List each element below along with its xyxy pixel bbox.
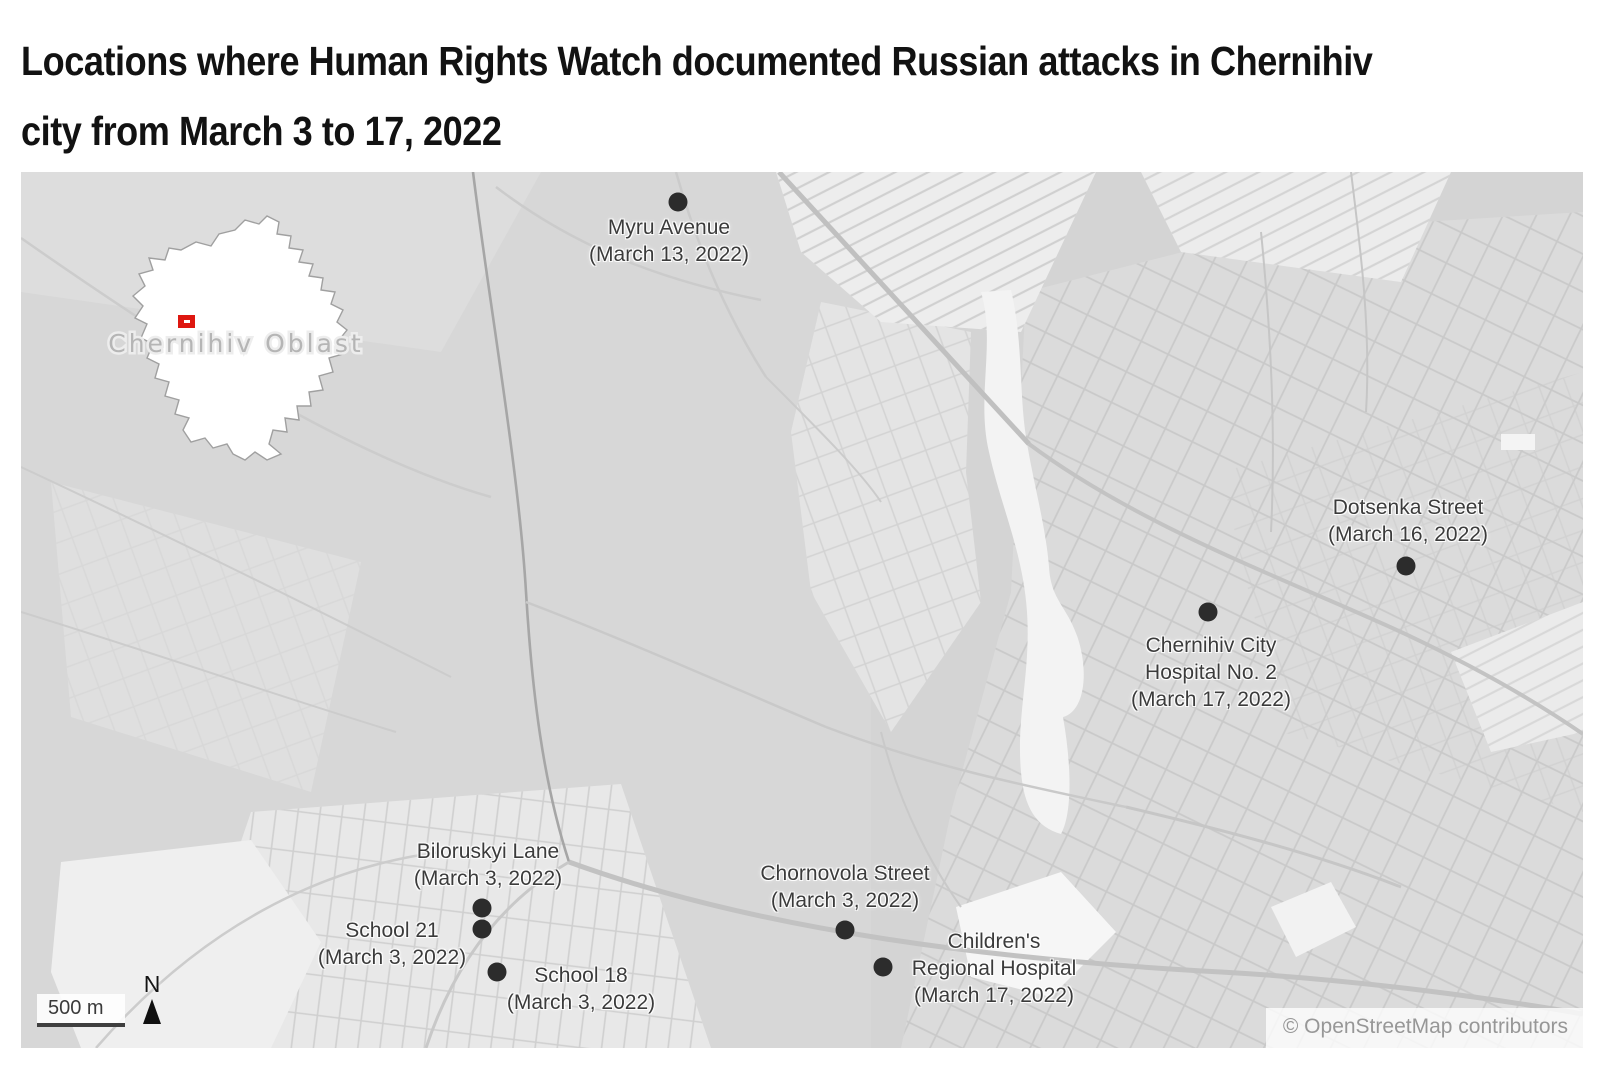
figure-title-line-1: Locations where Human Rights Watch docum…	[21, 38, 1373, 84]
scale-bar-rule	[37, 1023, 125, 1027]
basemap-art: Chernihiv Oblast	[21, 172, 1583, 1048]
north-label: N	[143, 971, 161, 997]
label-myru-avenue: Myru Avenue(March 13, 2022)	[589, 216, 749, 266]
label-school-21: School 21(March 3, 2022)	[317, 919, 467, 969]
scale-bar: 500 m	[37, 994, 125, 1027]
map-canvas: Chernihiv Oblast Myru Avenue(March 13, 2…	[21, 172, 1583, 1048]
scale-bar-label: 500 m	[48, 997, 104, 1019]
marker-chornovola-street	[835, 920, 855, 940]
label-chornovola-street: Chornovola Street(March 3, 2022)	[760, 862, 930, 912]
marker-school-21	[472, 919, 492, 939]
north-arrow-icon	[143, 999, 161, 1024]
inset-label: Chernihiv Oblast	[108, 329, 363, 358]
marker-biloruskyi-lane	[472, 898, 492, 918]
label-dotsenka-street: Dotsenka Street(March 16, 2022)	[1328, 496, 1488, 546]
attribution-text: © OpenStreetMap contributors	[1282, 1015, 1568, 1038]
marker-childrens-regional-hospital	[873, 957, 893, 977]
marker-school-18	[487, 962, 507, 982]
north-indicator: N	[133, 971, 171, 1024]
map-attribution: © OpenStreetMap contributors	[1265, 1008, 1583, 1048]
label-school-18: School 18(March 3, 2022)	[506, 964, 656, 1014]
oblast-shape	[131, 215, 348, 461]
map-overlay: Myru Avenue(March 13, 2022) Dotsenka Stre…	[21, 172, 1583, 1048]
figure-title-line-2: city from March 3 to 17, 2022	[21, 108, 502, 154]
marker-dotsenka-street	[1396, 556, 1416, 576]
inset-map: Chernihiv Oblast	[106, 215, 363, 461]
marker-myru-avenue	[668, 192, 688, 212]
marker-chernihiv-city-hospital-no-2	[1198, 602, 1218, 622]
figure-title: Locations where Human Rights Watch docum…	[21, 26, 1557, 166]
label-biloruskyi-lane: Biloruskyi Lane(March 3, 2022)	[413, 840, 563, 890]
